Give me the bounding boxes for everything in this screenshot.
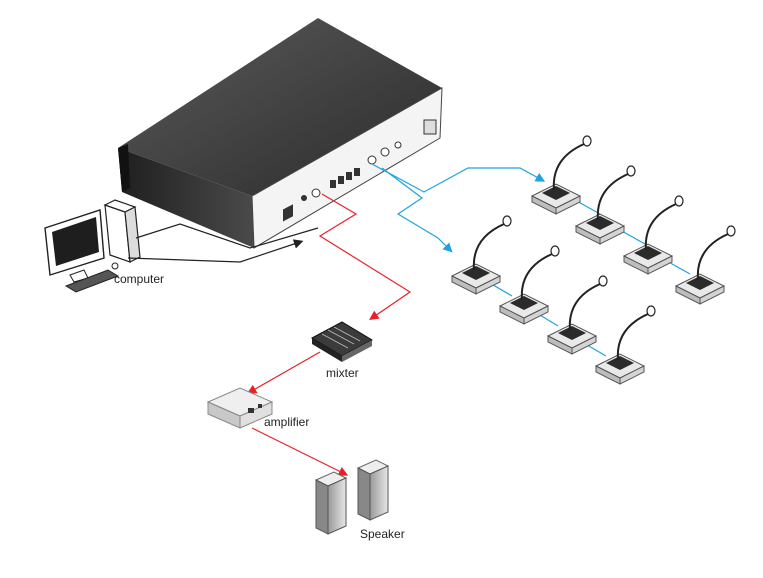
- microphone-units: [450, 135, 736, 385]
- audio-line-amplifier-to-speaker: [251, 427, 349, 476]
- label-computer: computer: [114, 272, 165, 286]
- data-cable-return: [127, 239, 304, 263]
- audio-mixer-icon: [310, 321, 374, 362]
- gooseneck-microphone-icon: [498, 245, 560, 325]
- label-speaker: Speaker: [360, 527, 405, 541]
- label-mixer: mixter: [326, 366, 359, 380]
- audio-line-mixer-to-amplifier: [246, 351, 321, 394]
- data-cable: [135, 223, 319, 249]
- gooseneck-microphone-icon: [594, 305, 656, 385]
- audio-line-controller-to-mixer: [318, 193, 412, 321]
- amplifier-icon: [206, 387, 274, 429]
- gooseneck-microphone-icon: [546, 275, 608, 355]
- speaker-icon: [314, 471, 348, 535]
- gooseneck-microphone-icon: [530, 135, 592, 215]
- network-line-lower: [381, 167, 453, 253]
- gooseneck-microphone-icon: [622, 195, 684, 275]
- network-line-upper: [371, 163, 546, 193]
- speaker-icon: [356, 459, 390, 521]
- gooseneck-microphone-icon: [574, 165, 636, 245]
- gooseneck-microphone-icon: [674, 225, 736, 305]
- gooseneck-microphone-icon: [450, 215, 512, 295]
- conference-controller-icon: [118, 18, 443, 249]
- desktop-computer-icon: [44, 199, 141, 293]
- label-amplifier: amplifier: [264, 415, 310, 429]
